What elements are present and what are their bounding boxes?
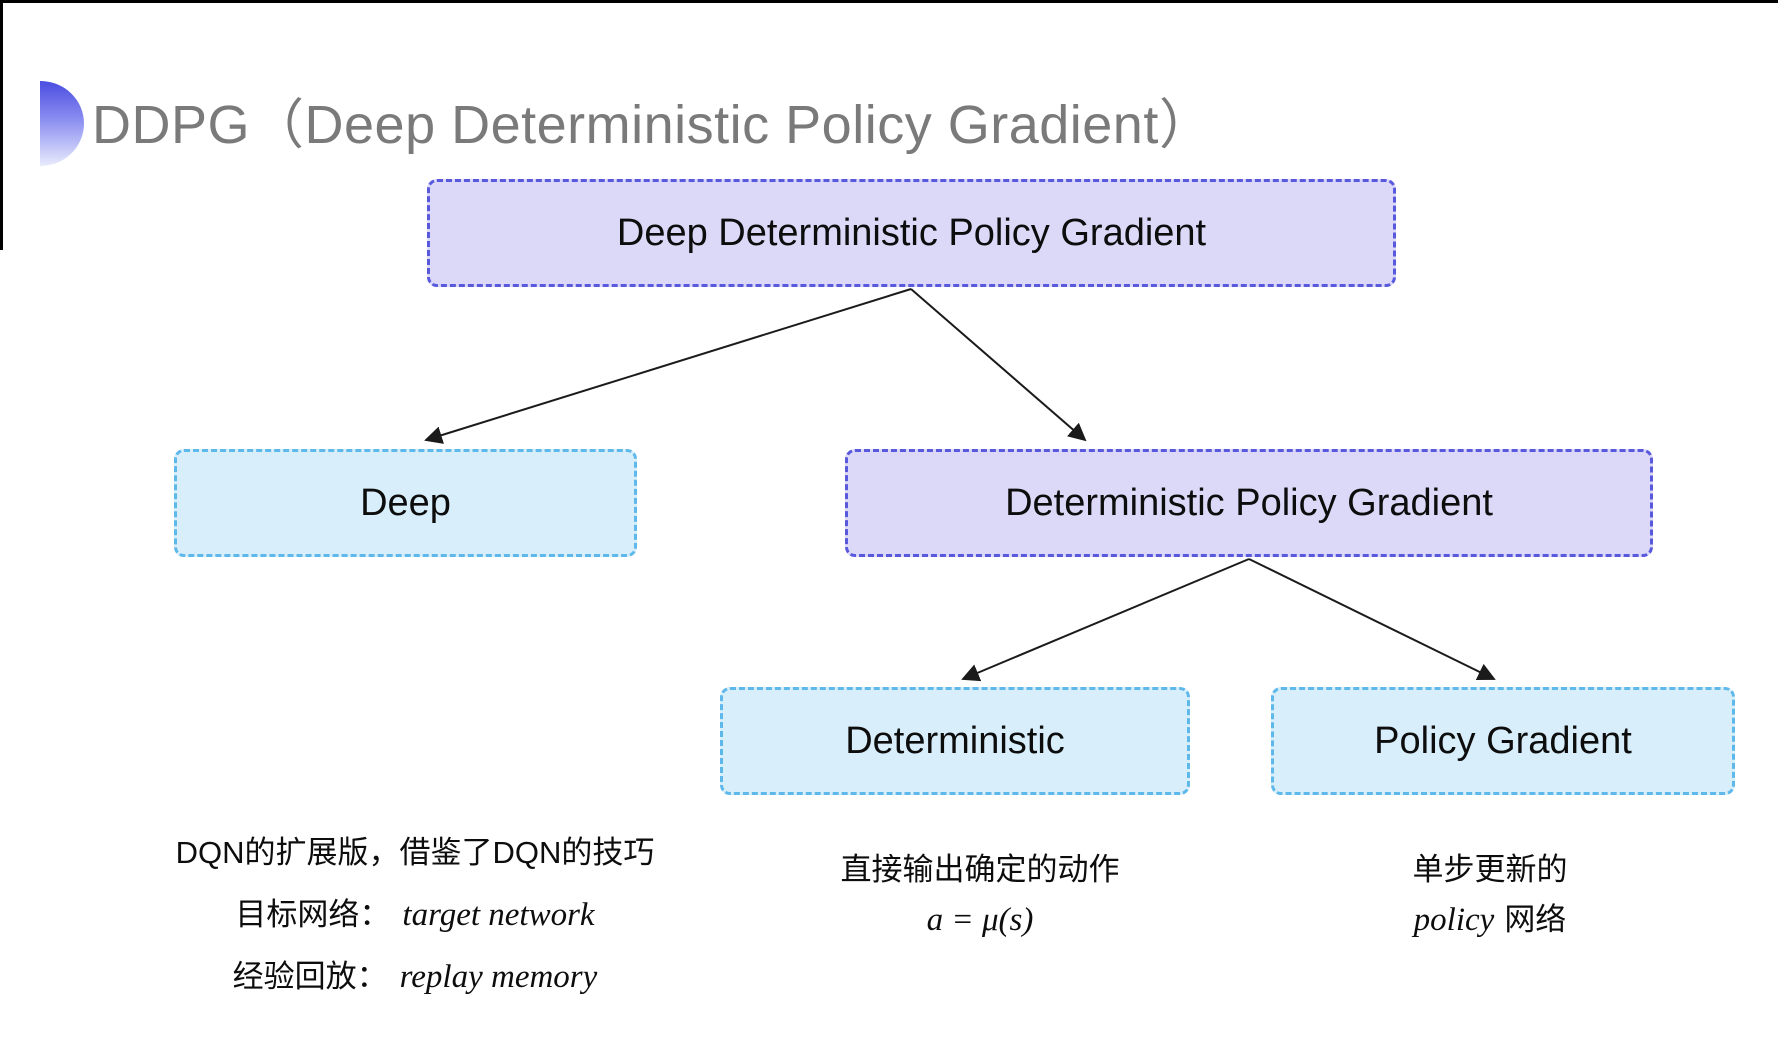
node-label: Deep	[360, 481, 451, 524]
note-deterministic-formula: a = μ(s)	[770, 895, 1190, 945]
note-term-policy: policy	[1413, 902, 1495, 938]
slide-title: DDPG（Deep Deterministic Policy Gradient）	[92, 95, 1214, 155]
node-deep: Deep	[174, 449, 637, 557]
title-bullet-icon	[40, 81, 84, 166]
note-deterministic-line1: 直接输出确定的动作	[840, 852, 1120, 887]
note-term-target-network: target network	[402, 897, 595, 933]
arrow-dpg-to-policy-gradient	[1248, 558, 1496, 681]
note-term-replay-memory: replay memory	[399, 959, 598, 995]
note-deep-line2: 目标网络： target network	[115, 884, 715, 946]
node-deterministic: Deterministic	[720, 687, 1190, 795]
slide-header: DDPG（Deep Deterministic Policy Gradient）	[0, 0, 1778, 170]
node-deterministic-policy-gradient: Deterministic Policy Gradient	[845, 449, 1653, 557]
arrow-dpg-to-deterministic	[961, 558, 1250, 682]
node-label: Deterministic	[845, 719, 1065, 762]
note-deep-line3: 经验回放： replay memory	[115, 946, 715, 1008]
note-deep-block: DQN的扩展版，借鉴了DQN的技巧 目标网络： target network 经验…	[115, 822, 715, 1008]
note-deterministic-block: 直接输出确定的动作 a = μ(s)	[770, 845, 1190, 945]
node-label: Deep Deterministic Policy Gradient	[616, 211, 1207, 254]
node-label: Deterministic Policy Gradient	[1005, 481, 1493, 524]
formula-a-mu-s: a = μ(s)	[926, 902, 1034, 938]
node-deep-deterministic-policy-gradient: Deep Deterministic Policy Gradient	[427, 179, 1396, 287]
note-policy-gradient-line1: 单步更新的	[1412, 852, 1568, 887]
note-deep-line1: DQN的扩展版，借鉴了DQN的技巧	[175, 835, 655, 870]
note-label: 目标网络：	[235, 897, 391, 932]
left-edge-line	[0, 0, 3, 250]
node-policy-gradient: Policy Gradient	[1271, 687, 1735, 795]
arrow-root-to-deep	[424, 288, 912, 444]
note-label: 经验回放：	[232, 959, 388, 994]
node-label: Policy Gradient	[1374, 719, 1632, 762]
top-edge-line	[0, 0, 1778, 3]
arrow-root-to-dpg	[910, 288, 1087, 442]
